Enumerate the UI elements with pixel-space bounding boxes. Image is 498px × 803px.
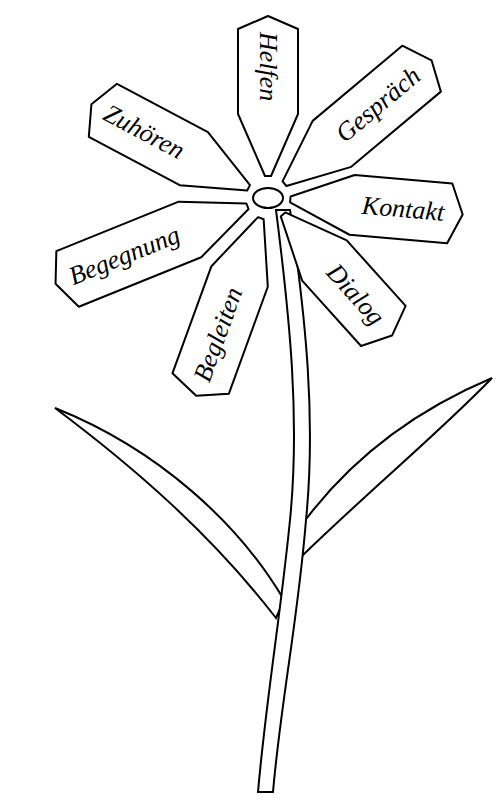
petal-shape xyxy=(238,16,298,176)
flower-petal: Helfen xyxy=(238,16,298,176)
flower-petal: Zuhören xyxy=(77,78,262,215)
petal-shape xyxy=(168,208,289,406)
right-leaf xyxy=(298,378,492,556)
petal-shape xyxy=(77,78,262,215)
flower-stem xyxy=(258,210,310,792)
petal-shape xyxy=(260,194,414,355)
flower-center xyxy=(253,188,283,208)
petal-label: Helfen xyxy=(253,32,283,101)
left-leaf xyxy=(55,408,284,618)
